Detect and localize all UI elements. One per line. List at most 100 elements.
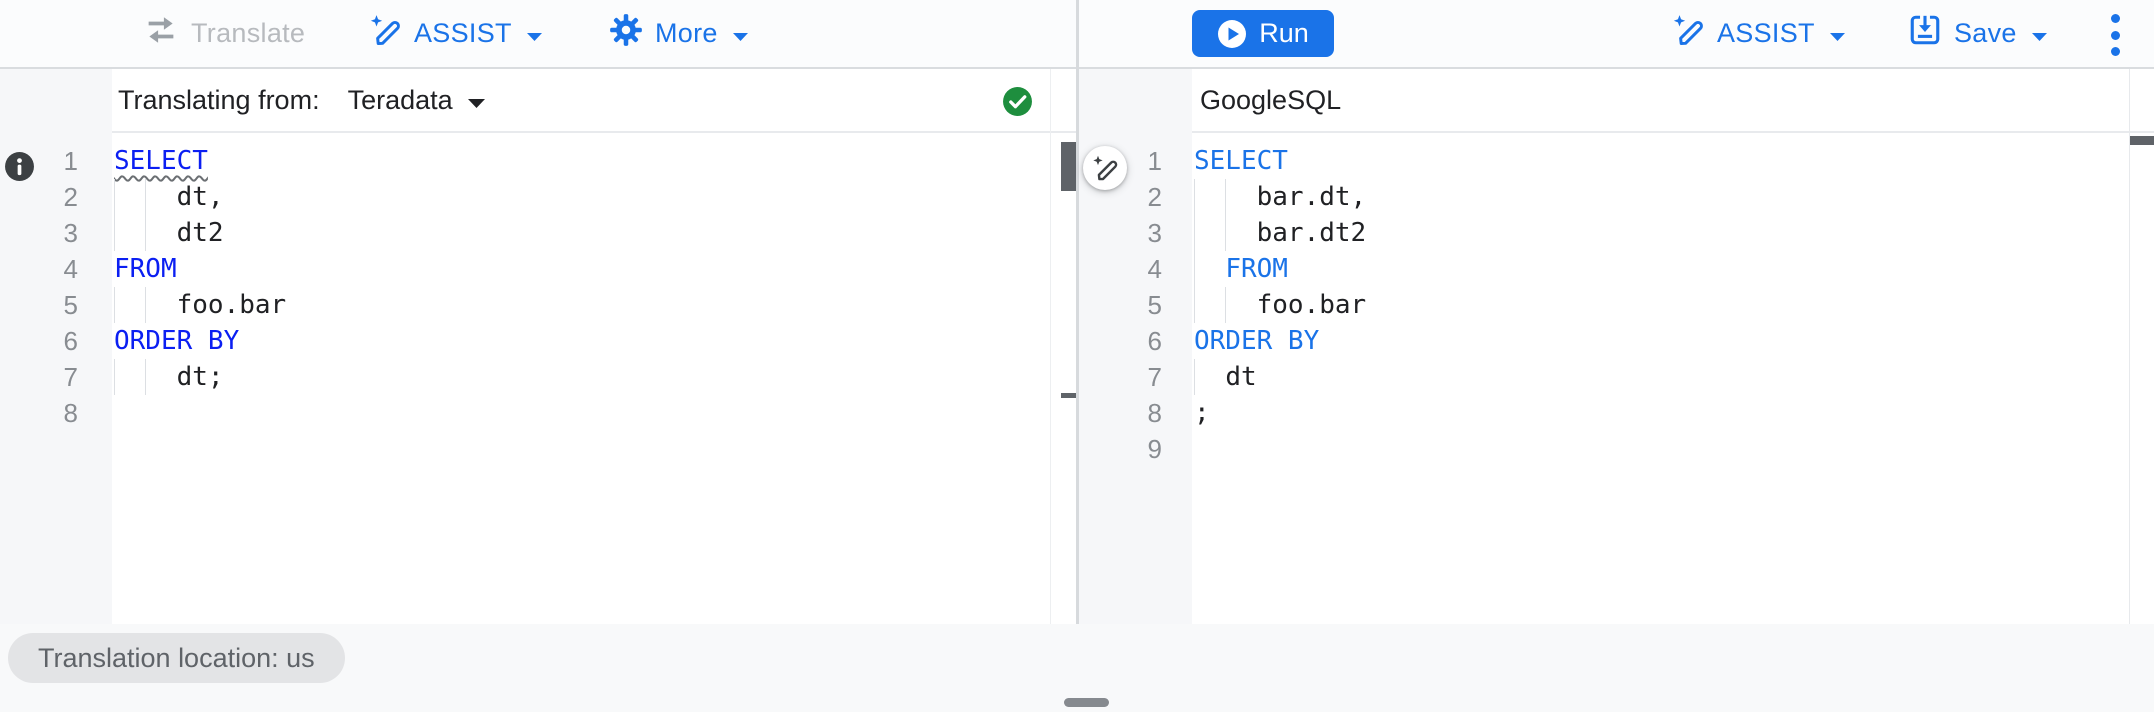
save-icon: [1908, 13, 1942, 54]
run-button[interactable]: Run: [1192, 10, 1334, 57]
indent-guide: [1225, 215, 1227, 251]
sql-keyword: FROM: [1225, 254, 1288, 284]
indent-guide: [1194, 215, 1195, 251]
sql-keyword: ORDER BY: [114, 326, 240, 356]
sql-keyword: FROM: [114, 254, 177, 284]
indent-guide: [145, 215, 147, 251]
indent-guide: [1225, 287, 1227, 323]
sql-keyword: SELECT: [1194, 146, 1288, 176]
indent-guide: [145, 287, 147, 323]
sql-token: foo.bar: [1256, 290, 1367, 320]
code-line: foo.bar: [112, 287, 1076, 323]
more-dropdown[interactable]: More: [609, 0, 749, 67]
sql-token: dt2: [176, 218, 224, 248]
source-dialect-dropdown[interactable]: Teradata: [348, 85, 486, 116]
indent-guide: [114, 359, 115, 395]
chevron-down-icon: [467, 85, 486, 116]
assist-left-dropdown[interactable]: ASSIST: [368, 0, 543, 67]
translation-location-chip: Translation location: us: [8, 633, 345, 683]
left-editor-scroll-track: [1050, 69, 1051, 624]
code-line: dt2: [112, 215, 1076, 251]
splitter-drag-handle[interactable]: [1064, 698, 1109, 707]
indent-guide: [1225, 179, 1227, 215]
code-text: SELECT: [114, 146, 208, 176]
line-number: 2: [63, 182, 78, 212]
code-text: foo.bar: [114, 290, 287, 320]
swap-arrows-icon: [143, 14, 179, 53]
sql-token: dt;: [176, 362, 224, 392]
line-number: 8: [1147, 398, 1162, 428]
sql-token: ;: [1194, 398, 1210, 428]
chevron-down-icon: [732, 18, 749, 49]
indent-guide: [1194, 179, 1195, 215]
code-text: bar.dt2: [1194, 218, 1367, 248]
line-number: 2: [1147, 182, 1162, 212]
assist-right-label: ASSIST: [1717, 18, 1815, 48]
code-text: ORDER BY: [1194, 326, 1319, 356]
line-number: 5: [63, 290, 78, 320]
code-line: foo.bar: [1192, 287, 2154, 323]
right-editor-scroll-track: [2129, 69, 2130, 624]
chevron-down-icon: [526, 18, 543, 49]
kebab-menu-icon[interactable]: [2106, 14, 2124, 56]
sql-token: foo.bar: [176, 290, 287, 320]
sql-keyword: SELECT: [114, 146, 208, 176]
sql-keyword: ORDER BY: [1194, 326, 1320, 356]
line-number: 6: [1147, 326, 1162, 356]
translate-button[interactable]: Translate: [143, 0, 305, 67]
left-overview-cursor-marker: [1061, 393, 1076, 398]
code-text: foo.bar: [1194, 290, 1367, 320]
right-scrollbar-thumb[interactable]: [2130, 136, 2154, 145]
assist-right-dropdown[interactable]: ASSIST: [1671, 0, 1846, 67]
indent-guide: [145, 359, 147, 395]
sql-token: dt: [1225, 362, 1257, 392]
chevron-down-icon: [2031, 18, 2048, 49]
code-text: FROM: [1194, 254, 1288, 284]
code-text: FROM: [114, 254, 177, 284]
line-number: 1: [63, 146, 78, 176]
left-editor-header: Translating from: Teradata: [112, 69, 1076, 133]
left-editor-panel: Translating from: Teradata SELECT dt, dt…: [112, 69, 1076, 624]
code-text: bar.dt,: [1194, 182, 1367, 212]
sql-token: bar.dt2: [1256, 218, 1367, 248]
sql-token: dt,: [176, 182, 224, 212]
source-dialect-value: Teradata: [347, 84, 453, 115]
info-icon[interactable]: [4, 151, 35, 187]
code-line: bar.dt,: [1192, 179, 2154, 215]
line-number: 7: [63, 362, 78, 392]
line-number: 8: [63, 398, 78, 428]
line-number: 7: [1147, 362, 1162, 392]
run-label: Run: [1259, 18, 1309, 48]
indent-guide: [114, 215, 115, 251]
translate-label: Translate: [191, 18, 306, 48]
code-text: ORDER BY: [114, 326, 239, 356]
save-dropdown[interactable]: Save: [1908, 0, 2048, 67]
panel-divider: [1076, 0, 1079, 624]
target-dialect-label: GoogleSQL: [1200, 84, 1342, 115]
translating-from-label: Translating from:: [118, 84, 320, 115]
right-editor-panel: GoogleSQL SELECT bar.dt, bar.dt2 FROM fo…: [1192, 69, 2154, 624]
indent-guide: [1194, 251, 1195, 287]
code-line: FROM: [1192, 251, 2154, 287]
magic-pen-button[interactable]: [1083, 146, 1127, 190]
left-scrollbar-thumb[interactable]: [1061, 142, 1076, 191]
line-number: 6: [63, 326, 78, 356]
indent-guide: [145, 179, 147, 215]
line-number: 3: [1147, 218, 1162, 248]
more-label: More: [655, 18, 718, 48]
code-line: dt: [1192, 359, 2154, 395]
chevron-down-icon: [1829, 18, 1846, 49]
check-circle-icon: [1002, 86, 1033, 124]
code-line: bar.dt2: [1192, 215, 2154, 251]
code-text: SELECT: [1194, 146, 1288, 176]
line-number: 5: [1147, 290, 1162, 320]
line-number: 1: [1147, 146, 1162, 176]
indent-guide: [114, 287, 115, 323]
right-editor-header: GoogleSQL: [1192, 69, 2154, 133]
code-line: dt;: [112, 359, 1076, 395]
line-number: 3: [63, 218, 78, 248]
